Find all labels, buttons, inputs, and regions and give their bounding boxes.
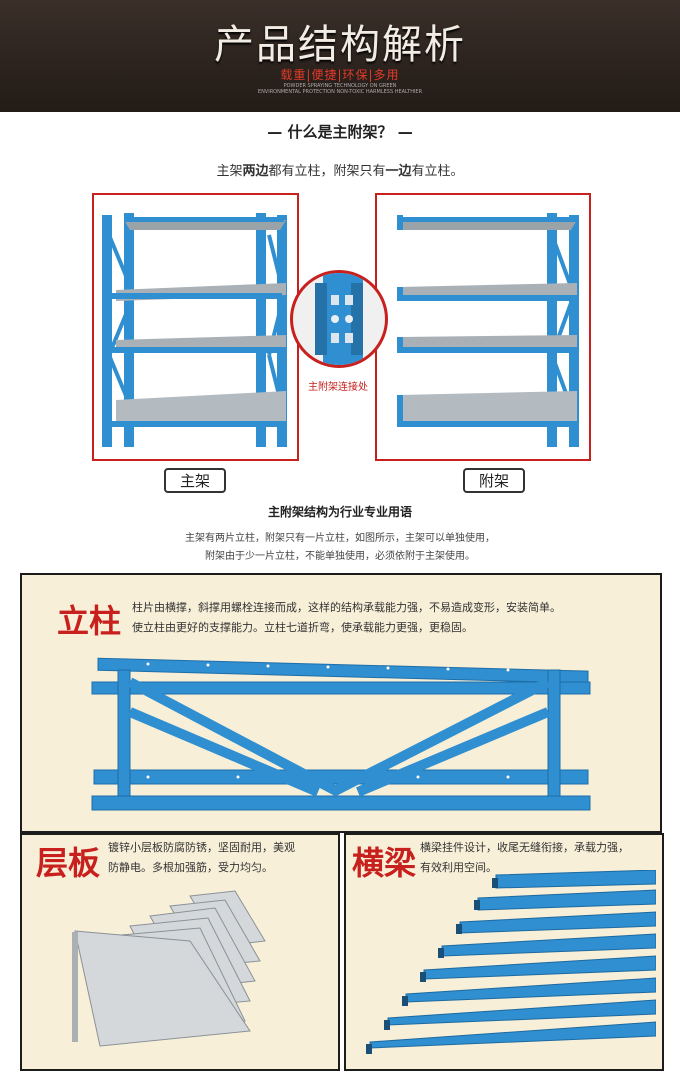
column-frame-image: [91, 657, 591, 811]
column-text-line2: 使立柱由更好的支撑能力。立柱七道折弯，使承载能力更强，更稳固。: [132, 621, 473, 634]
column-text: 柱片由横撑，斜撑用螺栓连接而成，这样的结构承载能力强，不易造成变形，安装简单。 …: [132, 598, 652, 638]
column-text-line1: 柱片由横撑，斜撑用螺栓连接而成，这样的结构承载能力强，不易造成变形，安装简单。: [132, 601, 561, 614]
connector-image: [315, 273, 363, 365]
section-text: 主架有两片立柱，附架只有一片立柱，如图所示，主架可以单独使用， 附架由于少一片立…: [0, 530, 680, 566]
main-rack-frame: [92, 193, 299, 461]
desc-part: 主架: [216, 164, 243, 179]
main-rack-label: 主架: [164, 468, 226, 493]
desc-part: 都有立柱，附架只有: [268, 164, 386, 179]
aux-rack-image: [397, 213, 579, 447]
beam-text: 横梁挂件设计，收尾无缝衔接，承载力强， 有效利用空间。: [420, 838, 656, 878]
desc-part: 有立柱。: [411, 164, 464, 179]
connection-label: 主附架连接处: [308, 382, 368, 393]
header-small-line1: POWDER SPRAYING TECHNOLOGY ON GREEN: [283, 83, 397, 89]
connection-detail: [290, 270, 388, 368]
section-title: — 什么是主附架？ —: [267, 123, 413, 141]
shelf-text: 镀锌小层板防腐防锈，坚固耐用，美观 防静电。多根加强筋，受力均匀。: [108, 838, 328, 878]
header-banner: [0, 0, 680, 112]
aux-rack-frame: [375, 193, 591, 461]
beam-title: 横梁: [352, 844, 417, 882]
section-description: 主架两边都有立柱，附架只有一边有立柱。: [0, 160, 680, 179]
section-subtitle: 主附架结构为行业专业用语: [267, 505, 412, 519]
beam-text-line1: 横梁挂件设计，收尾无缝衔接，承载力强，: [420, 841, 629, 854]
main-rack-image: [102, 213, 287, 447]
beams-image: [366, 870, 656, 1054]
section-text-line1: 主架有两片立柱，附架只有一片立柱，如图所示，主架可以单独使用，: [185, 533, 495, 544]
shelf-text-line1: 镀锌小层板防腐防锈，坚固耐用，美观: [108, 841, 295, 854]
header-tagline: 载重|便捷|环保|多用: [280, 68, 400, 82]
desc-bold: 一边: [385, 164, 412, 179]
shelf-title: 层板: [36, 844, 101, 882]
header-small-text: POWDER SPRAYING TECHNOLOGY ON GREEN ENVI…: [0, 83, 680, 95]
aux-rack-label: 附架: [463, 468, 525, 493]
shelf-boards-image: [72, 890, 266, 1047]
section-text-line2: 附架由于少一片立柱，不能单独使用，必须依附于主架使用。: [205, 551, 475, 562]
desc-bold: 两边: [242, 164, 269, 179]
shelf-text-line2: 防静电。多根加强筋，受力均匀。: [108, 861, 273, 874]
column-title: 立柱: [57, 602, 122, 640]
beam-text-line2: 有效利用空间。: [420, 861, 497, 874]
page-title: 产品结构解析: [214, 22, 466, 68]
header-small-line2: ENVIRONMENTAL PROTECTION NON-TOXIC HARML…: [257, 89, 423, 95]
